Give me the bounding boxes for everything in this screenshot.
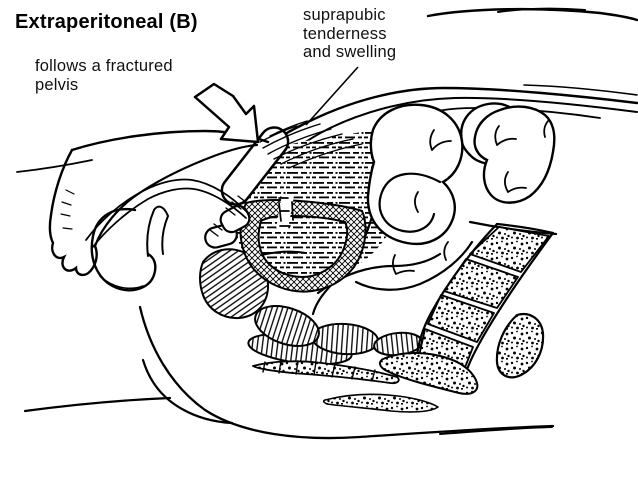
suprapubic-tendon-fibres [259, 120, 363, 169]
bladder-tear [276, 194, 294, 230]
sacral-promontory-edge [495, 222, 555, 235]
perineum-line [23, 396, 172, 413]
penis-shading-ticks [60, 189, 75, 230]
buttock-contour-2 [439, 426, 553, 435]
fracture-arrow-icon [193, 82, 260, 144]
label-suprapubic-line3: and swelling [303, 43, 397, 61]
thigh-crease [141, 358, 234, 425]
sacrum-anterior-curve [415, 222, 499, 359]
tear-edge-right [291, 201, 294, 221]
mons-skin-line [16, 159, 93, 173]
figure-title: Extraperitoneal (B) [15, 11, 198, 33]
coccyx-strip [252, 360, 400, 385]
label-fractured-pelvis-line2: pelvis [35, 75, 79, 94]
spermatic-cord-left [146, 209, 155, 257]
label-suprapubic-line2: tenderness [303, 24, 387, 43]
body-contours [16, 7, 638, 440]
leader-line [305, 66, 359, 126]
scrotum-inner-line [99, 275, 144, 290]
bowel-creases [391, 119, 550, 275]
loop-inner-curl [378, 172, 442, 233]
fracture-hatching [209, 195, 248, 237]
upper-abdomen-skin-line [426, 7, 638, 22]
rectal-coil-front [254, 305, 320, 347]
scrotum-pouch [90, 207, 157, 292]
buttock-contour [138, 305, 555, 440]
sacrum-posterior-curve [464, 231, 555, 375]
coccyx-strip-dividers [262, 360, 376, 382]
rectum-coils [199, 248, 423, 366]
scrotum [90, 205, 169, 292]
tear-leak-dashes [278, 197, 291, 227]
upper-abdomen-skin-line-2 [497, 7, 586, 13]
coccyx-tip-sliver [322, 393, 439, 413]
pubic-fragment-mid [219, 204, 251, 234]
ischial-bone [495, 312, 545, 379]
penis-outer-edge-and-glans [48, 148, 98, 277]
sacrum-vertebrae [252, 222, 555, 413]
spermatic-cord-right [161, 215, 169, 255]
sacral-segment-3 [427, 294, 495, 343]
bladder-wall [239, 198, 367, 293]
penis-inner-edge [93, 143, 259, 248]
loop-right [473, 105, 556, 204]
coccyx-body [378, 352, 479, 395]
bowel-loops [244, 102, 558, 316]
ruptured-bladder [239, 194, 367, 293]
label-fractured-pelvis-line1: follows a fractured [35, 57, 173, 75]
label-suprapubic-line1: suprapubic [303, 6, 386, 24]
loop-bottom-arc-2 [354, 240, 474, 291]
cord-loop-top [153, 205, 169, 217]
sacral-segment-1 [469, 226, 550, 273]
label-suprapubic-tenderness: suprapubic tenderness and swelling [303, 6, 396, 62]
tear-edge-left [278, 202, 282, 222]
label-fractured-pelvis: follows a fractured pelvis [35, 57, 173, 94]
